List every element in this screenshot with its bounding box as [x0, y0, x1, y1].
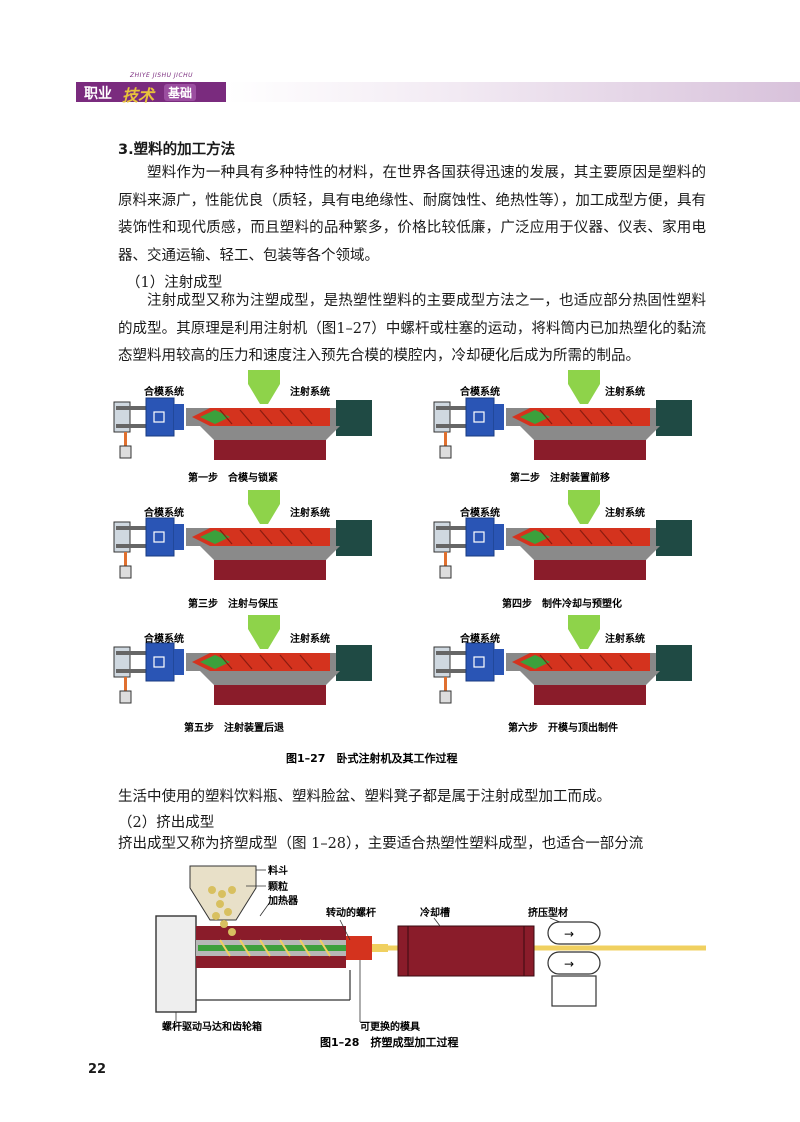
svg-text:→: →	[564, 927, 574, 941]
label-clamp-4: 合模系统	[459, 506, 500, 519]
extrusion-paragraph: 挤出成型又称为挤塑成型（图 1–28），主要适合热塑性塑料成型，也适合一部分流	[118, 836, 644, 852]
label-clamp-5: 合模系统	[143, 632, 184, 645]
header-pinyin: ZHIYE JISHU JICHU	[130, 72, 194, 79]
label-extruded-profile: 挤压型材	[528, 906, 568, 919]
figure-1-27-injection-machine: 合模系统 注射系统 合模系统 注射系统 合模系统 注射系统 合模系统 注射系统 …	[113, 370, 693, 765]
label-rotating-screw: 转动的螺杆	[326, 906, 376, 919]
label-inject-2: 注射系统	[605, 385, 645, 398]
figure-1-28-caption: 图1–28 挤塑成型加工过程	[320, 1035, 458, 1049]
label-clamp-3: 合模系统	[143, 506, 184, 519]
subsection-title-injection: （1）注射成型	[126, 275, 223, 291]
subsection-title-extrusion: （2）挤出成型	[118, 815, 215, 831]
step-caption-5: 第五步 注射装置后退	[184, 721, 284, 734]
step-caption-1: 第一步 合模与锁紧	[188, 471, 278, 484]
header-label-jishu: 技术	[122, 86, 155, 105]
label-clamp-1: 合模系统	[143, 385, 184, 398]
label-pellets: 颗粒	[268, 880, 288, 893]
step-caption-3: 第三步 注射与保压	[188, 597, 278, 610]
header-label-zhiye: 职业	[84, 86, 112, 102]
figure-1-27-caption: 图1–27 卧式注射机及其工作过程	[286, 751, 457, 765]
label-replaceable-die: 可更换的模具	[360, 1020, 420, 1033]
step-caption-2: 第二步 注射装置前移	[510, 471, 610, 484]
step-caption-4: 第四步 制件冷却与预塑化	[502, 597, 622, 610]
label-inject-1: 注射系统	[290, 385, 330, 398]
label-clamp-2: 合模系统	[459, 385, 500, 398]
label-inject-4: 注射系统	[605, 506, 645, 519]
label-hopper: 料斗	[268, 864, 288, 877]
header-label-jichu: 基础	[164, 84, 197, 101]
section-title: 3.塑料的加工方法	[118, 142, 236, 158]
label-clamp-6: 合模系统	[459, 632, 500, 645]
injection-paragraph: 注射成型又称为注塑成型，是热塑性塑料的主要成型方法之一，也适应部分热固性塑料的成…	[118, 293, 706, 364]
label-inject-6: 注射系统	[605, 632, 645, 645]
intro-paragraph: 塑料作为一种具有多种特性的材料，在世界各国获得迅速的发展，其主要原因是塑料的原料…	[118, 165, 706, 264]
after-figure-sentence: 生活中使用的塑料饮料瓶、塑料脸盆、塑料凳子都是属于注射成型加工而成。	[118, 789, 611, 805]
svg-text:→: →	[564, 957, 574, 971]
page-number: 22	[88, 1062, 107, 1077]
label-inject-5: 注射系统	[290, 632, 330, 645]
label-heater: 加热器	[267, 894, 299, 907]
label-motor-gearbox: 螺杆驱动马达和齿轮箱	[162, 1020, 262, 1033]
label-inject-3: 注射系统	[290, 506, 330, 519]
label-cooling-tank: 冷却槽	[420, 906, 450, 919]
chapter-header-banner: ZHIYE JISHU JICHU 职业 技术 基础	[76, 72, 800, 105]
figure-1-28-extrusion: → → 料斗 颗粒 加热器 转动的螺杆 冷却槽 挤压型材 螺杆驱动马达和齿轮箱 …	[155, 864, 706, 1049]
header-gradient-stripe	[226, 82, 800, 102]
step-caption-6: 第六步 开模与顶出制件	[508, 721, 618, 734]
